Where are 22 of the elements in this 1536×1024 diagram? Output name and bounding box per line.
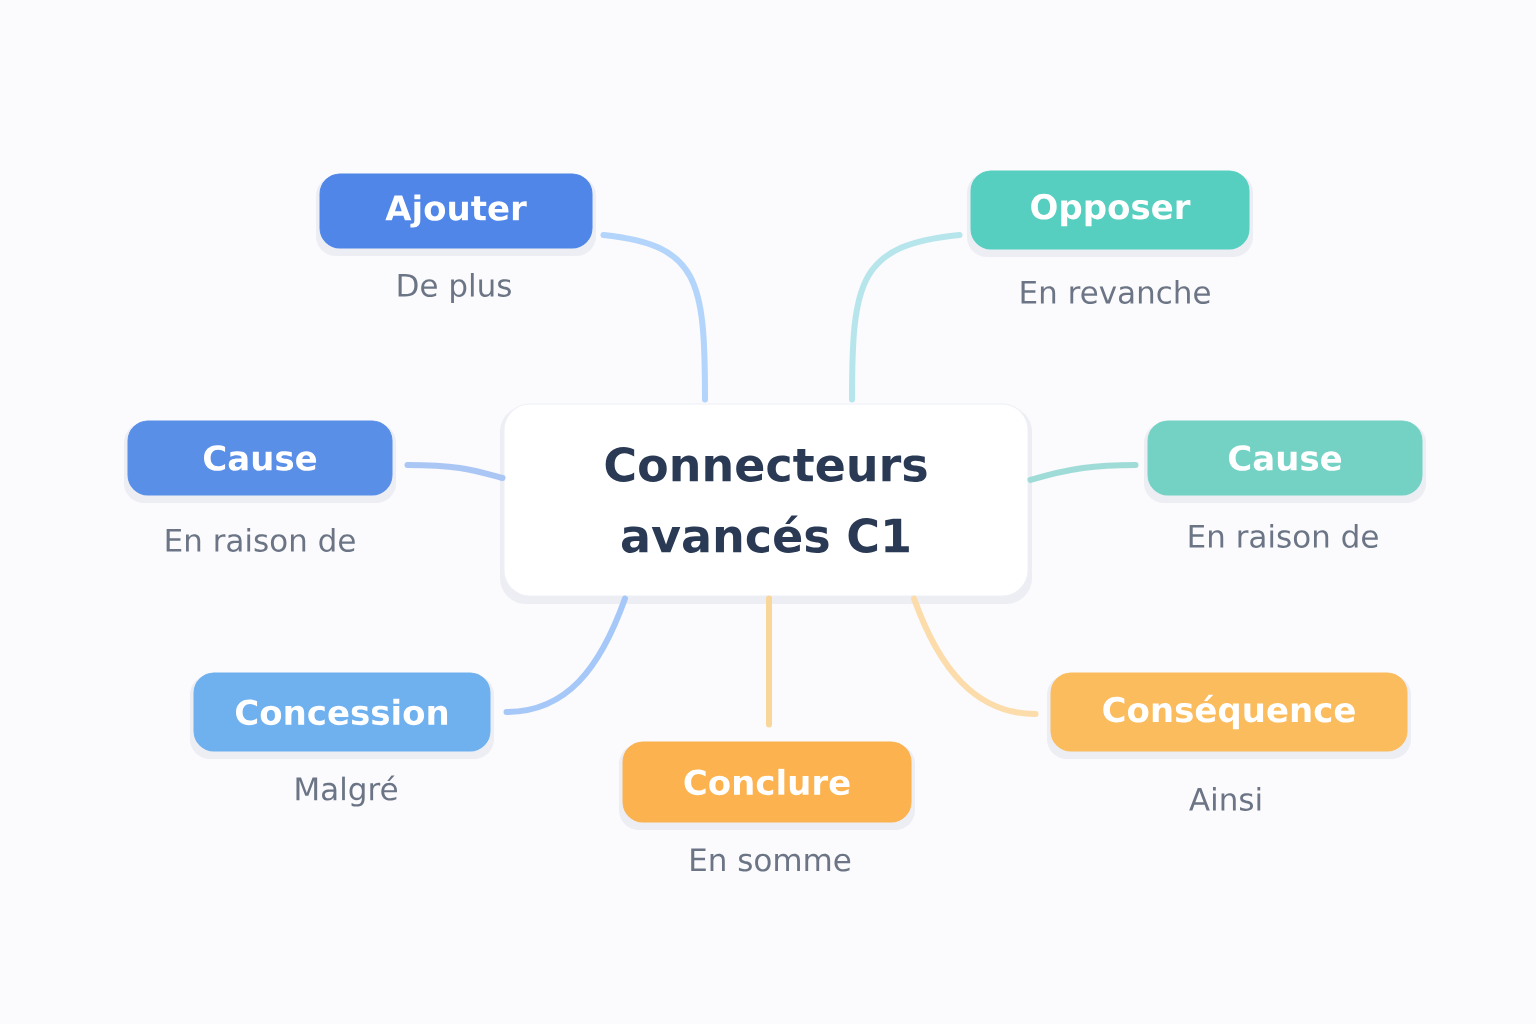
caption-text: De plus: [398, 273, 511, 303]
connector-line: [1027, 462, 1139, 483]
connector-line: [766, 595, 772, 728]
title-box: Connecteurs avancés C1: [500, 403, 1032, 604]
category-box: Ajouter: [316, 173, 596, 256]
caption-text: En somme: [691, 848, 851, 872]
connector-line: [503, 595, 628, 715]
category-box: Concession: [190, 672, 494, 759]
connector-line: [849, 232, 963, 403]
caption-text: En raison de: [1189, 524, 1378, 548]
category-box: Cause: [1144, 420, 1426, 503]
caption-text: En raison de: [166, 528, 355, 552]
category-box: Cause: [124, 420, 396, 503]
caption-text: En revanche: [1021, 280, 1210, 304]
caption-text: Malgré: [296, 775, 397, 807]
connector-line: [404, 462, 506, 481]
category-box: Conséquence: [1047, 672, 1411, 759]
connector-line: [600, 232, 708, 403]
caption-text: Ainsi: [1189, 787, 1261, 811]
category-box: Opposer: [967, 170, 1253, 257]
category-box: Conclure: [619, 741, 915, 830]
connector-line: [911, 595, 1039, 717]
